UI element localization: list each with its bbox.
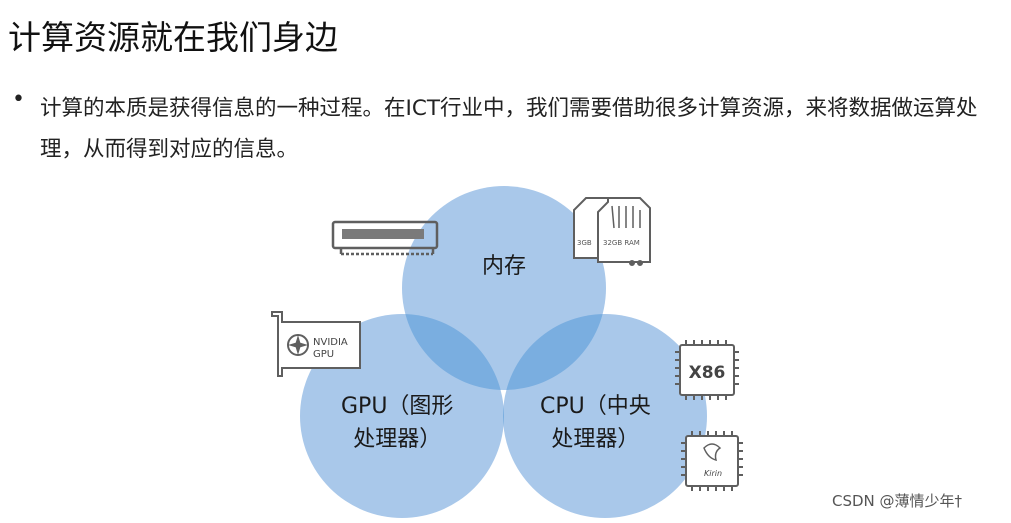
slide-title: 计算资源就在我们身边	[8, 18, 338, 57]
sd-large-label: 32GB RAM	[603, 239, 640, 247]
gpu-label: GPU（图形 处理器）	[341, 390, 453, 456]
memory-cpu-overlap	[503, 314, 606, 390]
kirin-chip-icon	[681, 431, 743, 491]
sd-card-icon	[573, 197, 651, 266]
x86-chip-text: X86	[689, 363, 726, 383]
gpu-card-text-line1: NVIDIA	[313, 337, 348, 348]
body-paragraph: 计算的本质是获得信息的一种过程。在ICT行业中，我们需要借助很多计算资源，来将数…	[40, 96, 978, 162]
cpu-label-line1: CPU（中央	[540, 394, 651, 419]
x86-chip-icon	[675, 340, 739, 400]
kirin-chip-text: Kirin	[704, 469, 722, 478]
memory-gpu-overlap	[402, 314, 504, 390]
cpu-label: CPU（中央 处理器）	[540, 390, 651, 456]
ram-stick-icon	[331, 220, 439, 256]
sd-small-label: 3GB	[577, 239, 592, 247]
gpu-card-text-line2: GPU	[313, 349, 334, 360]
gpu-label-line1: GPU（图形	[341, 394, 454, 419]
watermark: CSDN @薄情少年†	[832, 492, 963, 510]
memory-label: 内存	[482, 254, 527, 279]
gpu-card-icon	[271, 311, 361, 377]
gpu-label-line2: 处理器）	[353, 427, 442, 452]
cpu-label-line2: 处理器）	[551, 427, 640, 452]
bullet-marker: •	[12, 87, 25, 112]
